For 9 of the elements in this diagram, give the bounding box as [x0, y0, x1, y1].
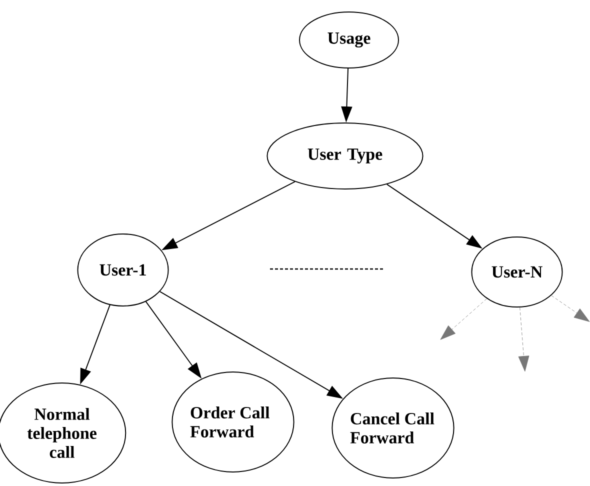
ellipse-node: User Type — [266, 122, 424, 190]
arrow — [518, 307, 530, 372]
ellipse-node: Cancel Call Forward — [332, 378, 454, 478]
arrow — [440, 298, 487, 340]
arrow — [551, 295, 590, 322]
ellipse-node: User-N — [471, 236, 563, 308]
ellipse-node: Usage — [299, 12, 399, 68]
ellipse-node: Order Call Forward — [172, 372, 294, 472]
ellipse-node: User-1 — [77, 234, 169, 306]
